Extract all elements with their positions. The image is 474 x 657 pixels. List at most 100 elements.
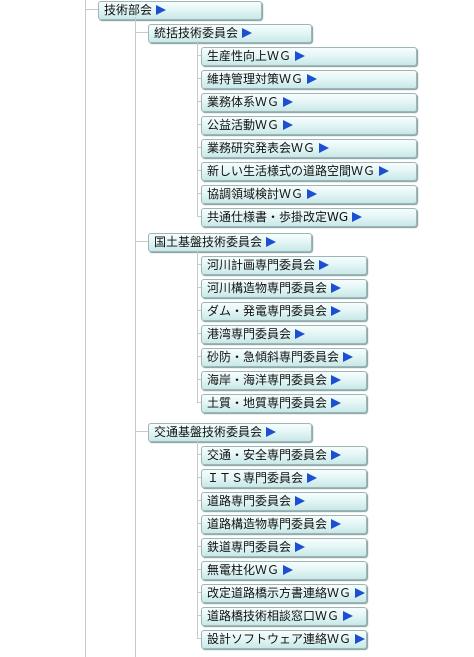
subcommittee-label: 河川計画専門委員会 bbox=[207, 258, 316, 272]
root-node[interactable]: 技術部会 bbox=[98, 1, 262, 20]
tree-line-item-branch bbox=[197, 523, 202, 524]
subcommittee-node[interactable]: 改定道路橋示方書連絡ＷＧ bbox=[201, 584, 367, 603]
arrow-right-icon bbox=[295, 51, 306, 61]
tree-line-item-branch bbox=[197, 615, 202, 616]
arrow-right-icon bbox=[283, 120, 294, 130]
tree-line-items bbox=[197, 250, 198, 402]
arrow-right-icon bbox=[352, 212, 363, 222]
tree-line-item-branch bbox=[197, 333, 202, 334]
subcommittee-label: 生産性向上ＷＧ bbox=[207, 49, 292, 63]
subcommittee-node[interactable]: 公益活動ＷＧ bbox=[201, 116, 417, 135]
tree-line-item-branch bbox=[197, 546, 202, 547]
tree-line-item-branch bbox=[197, 356, 202, 357]
arrow-right-icon bbox=[355, 634, 366, 644]
subcommittee-node[interactable]: 生産性向上ＷＧ bbox=[201, 47, 417, 66]
tree-line-item-branch bbox=[197, 170, 202, 171]
subcommittee-label: 砂防・急傾斜専門委員会 bbox=[207, 350, 340, 364]
tree-line-item-branch bbox=[197, 402, 202, 403]
subcommittee-label: 道路橋技術相談窓口ＷＧ bbox=[207, 609, 340, 623]
arrow-right-icon bbox=[331, 450, 342, 460]
arrow-right-icon bbox=[331, 306, 342, 316]
tree-line-item-branch bbox=[197, 379, 202, 380]
subcommittee-node[interactable]: ＩＴＳ専門委員会 bbox=[201, 469, 367, 488]
arrow-right-icon bbox=[343, 352, 354, 362]
committee-node[interactable]: 交通基盤技術委員会 bbox=[148, 423, 312, 442]
subcommittee-node[interactable]: ダム・発電専門委員会 bbox=[201, 302, 367, 321]
tree-line-root bbox=[85, 9, 99, 10]
subcommittee-node[interactable]: 道路橋技術相談窓口ＷＧ bbox=[201, 607, 367, 626]
arrow-right-icon bbox=[242, 28, 253, 38]
tree-line-item-branch bbox=[197, 592, 202, 593]
tree-line-items bbox=[197, 41, 198, 216]
tree-line-item-branch bbox=[197, 287, 202, 288]
subcommittee-node[interactable]: 土質・地質専門委員会 bbox=[201, 394, 367, 413]
arrow-right-icon bbox=[283, 97, 294, 107]
subcommittee-node[interactable]: 業務体系ＷＧ bbox=[201, 93, 417, 112]
arrow-right-icon bbox=[266, 237, 277, 247]
subcommittee-label: 改定道路橋示方書連絡ＷＧ bbox=[207, 586, 352, 600]
subcommittee-node[interactable]: 道路専門委員会 bbox=[201, 492, 367, 511]
subcommittee-node[interactable]: 無電柱化ＷＧ bbox=[201, 561, 367, 580]
arrow-right-icon bbox=[331, 519, 342, 529]
committee-label: 統括技術委員会 bbox=[154, 26, 239, 40]
arrow-right-icon bbox=[343, 611, 354, 621]
arrow-right-icon bbox=[283, 565, 294, 575]
subcommittee-node[interactable]: 河川構造物専門委員会 bbox=[201, 279, 367, 298]
committee-label: 国土基盤技術委員会 bbox=[154, 235, 263, 249]
tree-line-item-branch bbox=[197, 216, 202, 217]
subcommittee-label: 新しい生活様式の道路空間ＷＧ bbox=[207, 164, 376, 178]
tree-line-items bbox=[197, 440, 198, 638]
tree-line-item-branch bbox=[197, 147, 202, 148]
arrow-right-icon bbox=[307, 74, 318, 84]
tree-line-committees bbox=[135, 17, 136, 657]
arrow-right-icon bbox=[319, 143, 330, 153]
subcommittee-label: 維持管理対策ＷＧ bbox=[207, 72, 304, 86]
subcommittee-label: ダム・発電専門委員会 bbox=[207, 304, 328, 318]
tree-line-item-branch bbox=[197, 264, 202, 265]
arrow-right-icon bbox=[295, 542, 306, 552]
arrow-right-icon bbox=[295, 496, 306, 506]
committee-node[interactable]: 統括技術委員会 bbox=[148, 24, 312, 43]
subcommittee-node[interactable]: 砂防・急傾斜専門委員会 bbox=[201, 348, 367, 367]
subcommittee-node[interactable]: 新しい生活様式の道路空間ＷＧ bbox=[201, 162, 417, 181]
subcommittee-label: 港湾専門委員会 bbox=[207, 327, 292, 341]
arrow-right-icon bbox=[331, 283, 342, 293]
tree-line-item-branch bbox=[197, 477, 202, 478]
subcommittee-node[interactable]: 設計ソフトウェア連絡ＷＧ bbox=[201, 630, 367, 649]
subcommittee-node[interactable]: 維持管理対策ＷＧ bbox=[201, 70, 417, 89]
subcommittee-node[interactable]: 海岸・海洋専門委員会 bbox=[201, 371, 367, 390]
subcommittee-label: 海岸・海洋専門委員会 bbox=[207, 373, 328, 387]
tree-line-item-branch bbox=[197, 78, 202, 79]
subcommittee-node[interactable]: 港湾専門委員会 bbox=[201, 325, 367, 344]
arrow-right-icon bbox=[331, 398, 342, 408]
subcommittee-node[interactable]: 河川計画専門委員会 bbox=[201, 256, 367, 275]
arrow-right-icon bbox=[307, 473, 318, 483]
tree-line-committee-branch bbox=[135, 241, 149, 242]
subcommittee-node[interactable]: 業務研究発表会ＷＧ bbox=[201, 139, 417, 158]
subcommittee-label: 鉄道専門委員会 bbox=[207, 540, 292, 554]
subcommittee-label: 無電柱化ＷＧ bbox=[207, 563, 280, 577]
subcommittee-label: 道路構造物専門委員会 bbox=[207, 517, 328, 531]
subcommittee-label: 道路専門委員会 bbox=[207, 494, 292, 508]
subcommittee-node[interactable]: 道路構造物専門委員会 bbox=[201, 515, 367, 534]
subcommittee-label: 土質・地質専門委員会 bbox=[207, 396, 328, 410]
subcommittee-node[interactable]: 協調領域検討ＷＧ bbox=[201, 185, 417, 204]
subcommittee-label: 河川構造物専門委員会 bbox=[207, 281, 328, 295]
tree-line-item-branch bbox=[197, 569, 202, 570]
subcommittee-label: 協調領域検討ＷＧ bbox=[207, 187, 304, 201]
tree-line-item-branch bbox=[197, 193, 202, 194]
arrow-right-icon bbox=[307, 189, 318, 199]
subcommittee-node[interactable]: 鉄道専門委員会 bbox=[201, 538, 367, 557]
arrow-right-icon bbox=[266, 427, 277, 437]
tree-line-main bbox=[85, 0, 86, 657]
subcommittee-label: ＩＴＳ専門委員会 bbox=[207, 471, 304, 485]
subcommittee-label: 共通仕様書・歩掛改定WG bbox=[207, 210, 349, 224]
subcommittee-label: 公益活動ＷＧ bbox=[207, 118, 280, 132]
tree-line-committee-branch bbox=[135, 431, 149, 432]
arrow-right-icon bbox=[295, 329, 306, 339]
subcommittee-node[interactable]: 共通仕様書・歩掛改定WG bbox=[201, 208, 417, 227]
subcommittee-node[interactable]: 交通・安全専門委員会 bbox=[201, 446, 367, 465]
subcommittee-label: 設計ソフトウェア連絡ＷＧ bbox=[207, 632, 352, 646]
subcommittee-label: 業務研究発表会ＷＧ bbox=[207, 141, 316, 155]
committee-node[interactable]: 国土基盤技術委員会 bbox=[148, 233, 312, 252]
